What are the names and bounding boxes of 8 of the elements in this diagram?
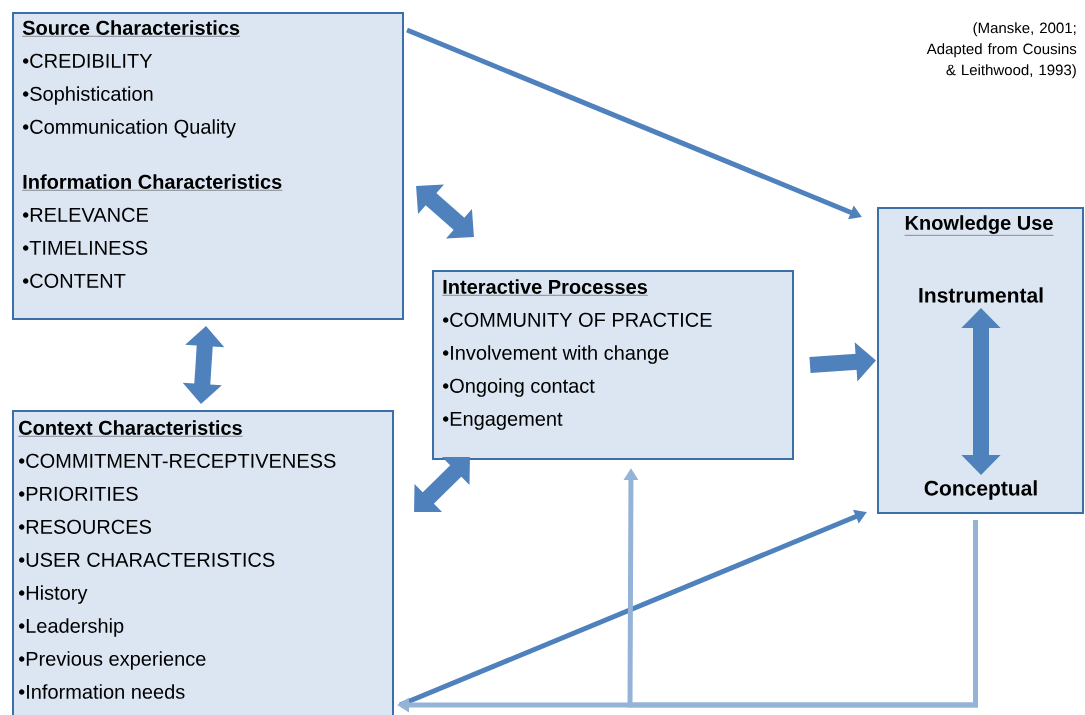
text-box: Interactive Processes •COMMUNITY OF PRACTICE •Involvement with change •Ongoing contact •Engagement xyxy=(432,270,794,460)
box-label: Instrumental xyxy=(919,287,1043,303)
text-box: Source Characteristics •CREDIBILITY •Sophistication •Communication Quality Information Characteristics •RELEVANCE •TIMELINESS •CONTENT xyxy=(12,12,404,320)
block-arrow xyxy=(414,457,470,512)
box-label: Conceptual xyxy=(924,480,1037,500)
block-arrow xyxy=(416,184,474,239)
text-box: Context Characteristics •COMMITMENT-RECEPTIVENESS •PRIORITIES •RESOURCES •USER CHARACTERISTICS •History •Leadership •Previous experience •Information needs xyxy=(12,410,394,715)
citation-note: (Manske, 2001; Adapted from Cousins & Leithwood, 1993) xyxy=(926,22,1077,79)
